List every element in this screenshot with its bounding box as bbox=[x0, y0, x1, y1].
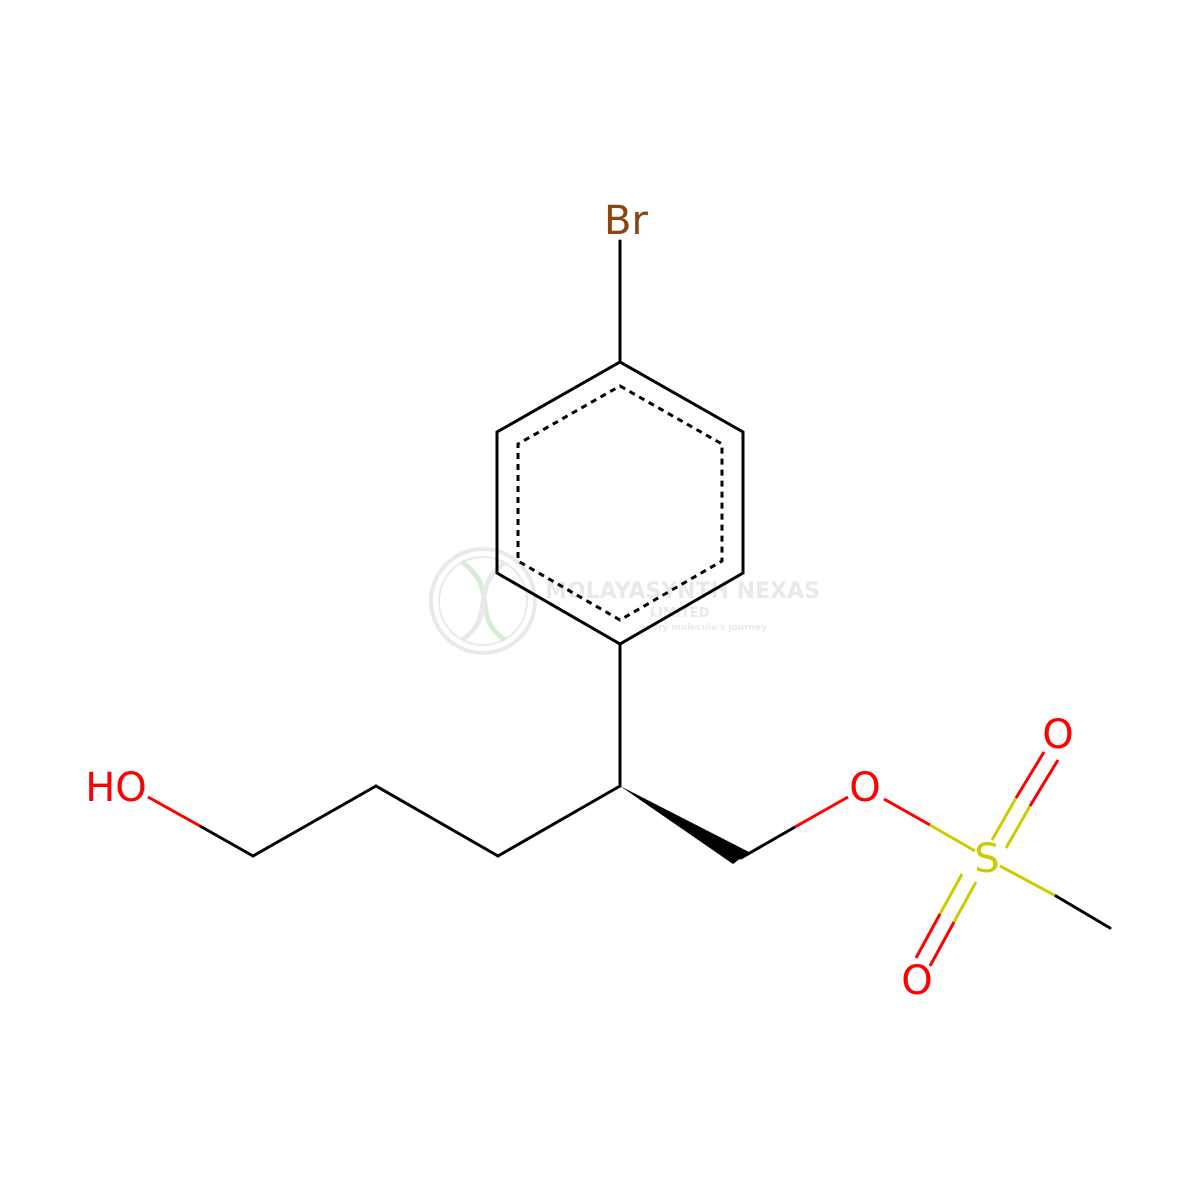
atom-oxygen-top: O bbox=[1042, 712, 1073, 758]
bond-s-o-bottom bbox=[952, 881, 978, 923]
wedge-bond bbox=[620, 786, 749, 864]
bond-o-s bbox=[883, 797, 931, 827]
bond-s-ch3 bbox=[1054, 894, 1112, 930]
bond-s-o-top bbox=[990, 797, 1018, 841]
bond-chain bbox=[374, 784, 500, 858]
bond-chain bbox=[198, 824, 255, 858]
bond-chain bbox=[251, 784, 378, 858]
watermark-line3: every molecule's journey bbox=[640, 623, 767, 633]
watermark: MOLAYASYNTH NEXAS LIMITED every molecule… bbox=[429, 547, 820, 655]
bond-c-oh bbox=[147, 795, 201, 828]
atom-ester-oxygen: O bbox=[849, 765, 880, 811]
bond-s-o-top bbox=[1014, 751, 1046, 799]
atom-labels: Br HO O S O O bbox=[85, 198, 1074, 1004]
bond-s-o-top bbox=[1028, 759, 1060, 807]
atom-bromine: Br bbox=[604, 198, 648, 244]
atom-hydroxyl: HO bbox=[85, 765, 147, 811]
aromatic-circle bbox=[516, 384, 724, 622]
bond-s-o-top bbox=[1004, 805, 1032, 849]
bond-o-s bbox=[929, 823, 976, 853]
bond-s-o-bottom bbox=[938, 873, 964, 915]
bond-s-o-bottom bbox=[928, 921, 956, 967]
atom-sulfur: S bbox=[974, 836, 999, 882]
watermark-logo-icon bbox=[429, 547, 537, 655]
bond-s-ch3 bbox=[999, 864, 1057, 898]
bond-s-o-bottom bbox=[914, 913, 942, 959]
bond-ch2-o bbox=[794, 795, 849, 829]
bond-ch2-o bbox=[739, 825, 797, 860]
atom-oxygen-bottom: O bbox=[901, 958, 932, 1004]
bonds bbox=[147, 239, 1112, 967]
bond-chain bbox=[496, 784, 622, 858]
